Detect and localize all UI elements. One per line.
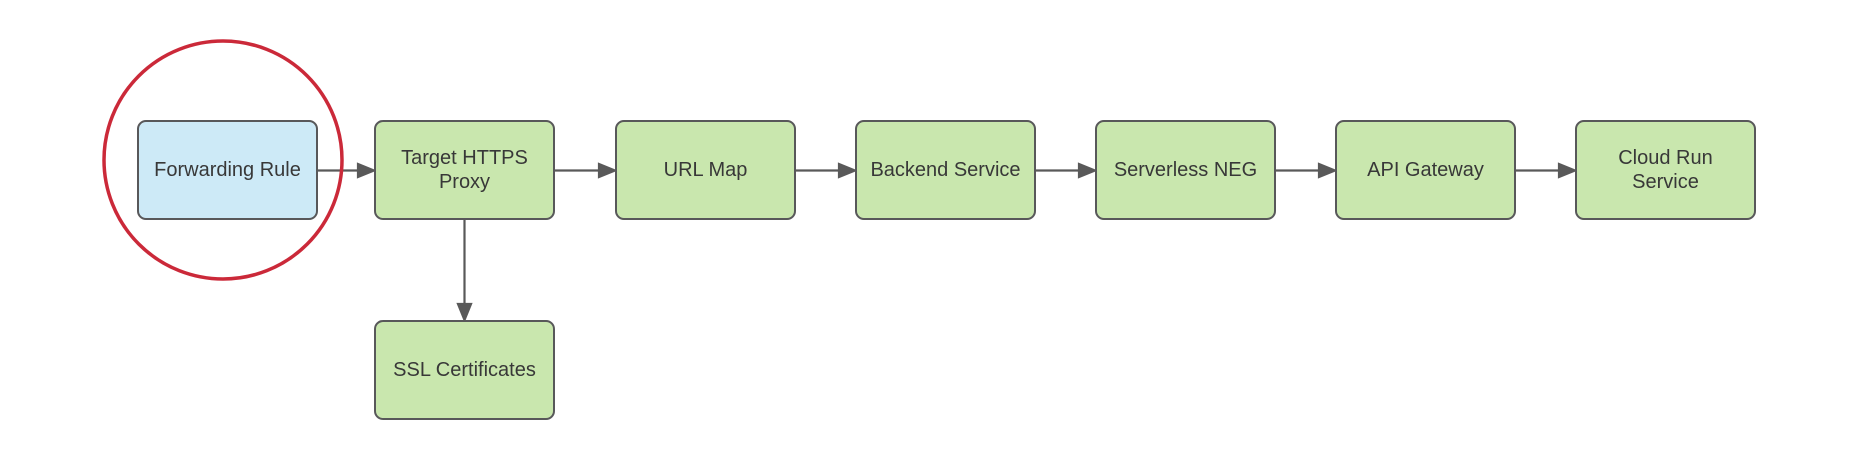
node-url-map: URL Map: [615, 120, 796, 220]
node-forwarding-rule-label: Forwarding Rule: [154, 158, 301, 181]
arrow-serverless-neg-to-api-gateway: [1276, 162, 1338, 179]
arrow-target-https-proxy-to-url-map: [555, 162, 618, 179]
node-ssl-certificates-label: SSL Certificates: [393, 358, 536, 381]
node-backend-service: Backend Service: [855, 120, 1036, 220]
node-backend-service-label: Backend Service: [870, 158, 1021, 181]
node-url-map-label: URL Map: [663, 158, 748, 181]
node-cloud-run-service-label: Cloud Run Service: [1618, 146, 1713, 193]
node-target-https-proxy-label: Target HTTPS Proxy: [401, 146, 528, 193]
arrow-api-gateway-to-cloud-run-service: [1516, 162, 1578, 179]
node-api-gateway: API Gateway: [1335, 120, 1516, 220]
arrow-backend-service-to-serverless-neg: [1036, 162, 1098, 179]
node-serverless-neg: Serverless NEG: [1095, 120, 1276, 220]
node-forwarding-rule: Forwarding Rule: [137, 120, 318, 220]
node-ssl-certificates: SSL Certificates: [374, 320, 555, 420]
node-target-https-proxy: Target HTTPS Proxy: [374, 120, 555, 220]
node-cloud-run-service: Cloud Run Service: [1575, 120, 1756, 220]
arrow-forwarding-rule-to-target-https-proxy: [318, 162, 377, 179]
node-serverless-neg-label: Serverless NEG: [1113, 158, 1258, 181]
arrow-url-map-to-backend-service: [796, 162, 858, 179]
node-api-gateway-label: API Gateway: [1367, 158, 1484, 181]
arrow-target-https-proxy-to-ssl-certificates: [456, 220, 473, 323]
